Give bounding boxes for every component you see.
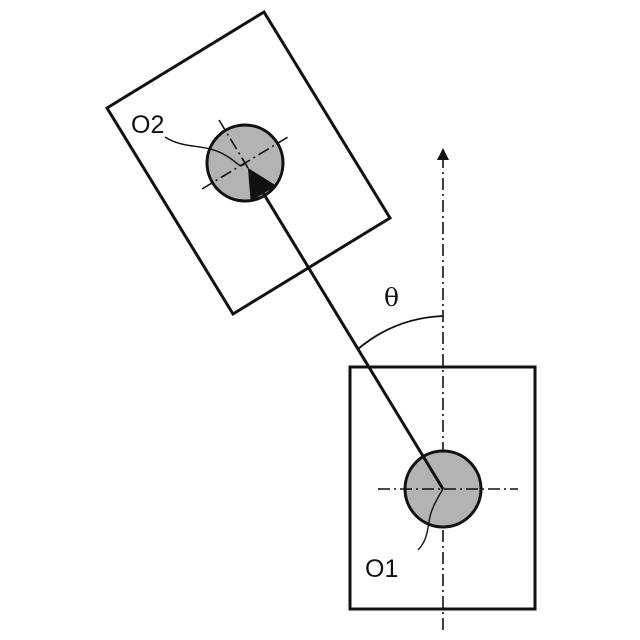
angle-arc [358,316,443,349]
label-o2: O2 [131,111,164,139]
label-o1: O1 [365,555,398,583]
label-theta: θ [384,283,399,312]
displacement-vector [251,173,443,489]
